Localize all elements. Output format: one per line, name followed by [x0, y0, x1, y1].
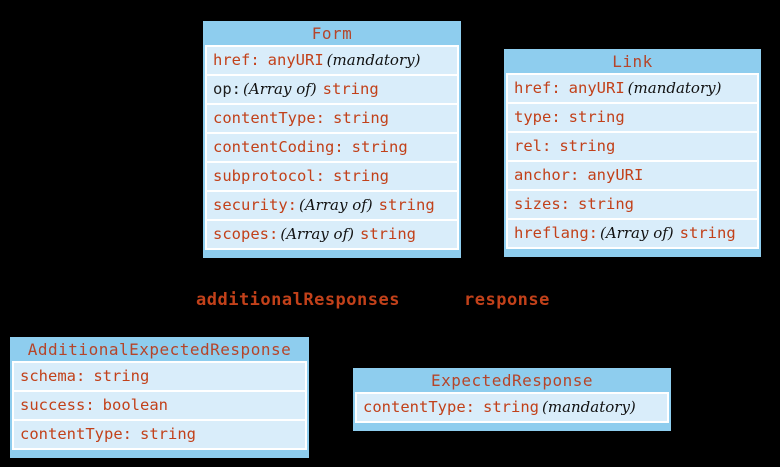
field-name: contentType: [363, 398, 475, 416]
field-name: contentType: [213, 109, 325, 127]
field-name: hreflang: [514, 224, 598, 242]
field-rows: hrefanyURI(mandatory)op(Array of)stringc…: [205, 45, 459, 250]
field-type: string: [679, 224, 736, 242]
field-type: string: [93, 367, 150, 385]
field-type: string: [333, 109, 389, 127]
field-row: href anyURI(mandatory): [508, 75, 757, 102]
field-type: anyURI: [587, 166, 644, 184]
field-row: sizes string: [508, 191, 757, 218]
field-row: hreflang(Array of) string: [508, 220, 757, 247]
field-name: href: [213, 51, 260, 69]
field-name: schema: [20, 367, 85, 385]
class-title: Form: [311, 24, 353, 43]
field-name: success: [20, 396, 95, 414]
field-rows: hrefanyURI(mandatory)typestringrelstring…: [506, 73, 759, 249]
field-annotation: (mandatory): [326, 51, 421, 69]
field-type: string: [351, 138, 408, 156]
field-type: string: [360, 225, 416, 243]
field-type: string: [578, 195, 635, 213]
field-row: schema string: [14, 363, 305, 390]
field-name: subprotocol: [213, 167, 325, 185]
association-label-additional-responses: additionalResponses: [196, 290, 400, 310]
field-type: boolean: [102, 396, 168, 414]
field-type: string: [322, 80, 379, 98]
field-row: scopes(Array of) string: [207, 221, 457, 248]
field-name: href: [514, 79, 561, 97]
field-row: anchor anyURI: [508, 162, 757, 189]
field-row: success boolean: [14, 392, 305, 419]
field-row: rel string: [508, 133, 757, 160]
class-box-expected-response: ExpectedResponse contentType string(mandat…: [353, 368, 671, 431]
field-annotation: (Array of): [280, 225, 354, 243]
field-name: scopes: [213, 225, 278, 243]
field-row: contentCoding string: [207, 134, 457, 161]
field-name: type: [514, 108, 561, 126]
field-type: string: [333, 167, 389, 185]
field-name: contentCoding: [213, 138, 344, 156]
class-box-link: LinkhrefanyURI(mandatory)typestringrelst…: [504, 49, 761, 257]
field-name: security: [213, 196, 297, 214]
field-annotation: (mandatory): [627, 79, 722, 97]
field-rows: schema string success boolean contentType str…: [12, 361, 307, 450]
field-type: string: [378, 196, 435, 214]
field-row: op(Array of) string: [207, 76, 457, 103]
field-row: type string: [508, 104, 757, 131]
field-name: sizes: [514, 195, 570, 213]
field-name: anchor: [514, 166, 579, 184]
field-row: contentType string: [207, 105, 457, 132]
field-type: string: [568, 108, 625, 126]
field-name: op: [213, 80, 241, 98]
field-type: anyURI: [267, 51, 324, 69]
field-type: string: [483, 398, 539, 416]
class-box-additional-expected-response: AdditionalExpectedResponse schema string su…: [10, 337, 309, 458]
field-annotation: (Array of): [299, 196, 373, 214]
class-title: Link: [612, 52, 653, 71]
field-row: contentType string: [14, 421, 305, 448]
field-row: subprotocol string: [207, 163, 457, 190]
field-row: security(Array of) string: [207, 192, 457, 219]
field-annotation: (Array of): [243, 80, 317, 98]
field-annotation: (Array of): [600, 224, 674, 242]
class-title: AdditionalExpectedResponse: [27, 340, 292, 359]
class-box-form: FormhrefanyURI(mandatory)op(Array of)str…: [203, 21, 461, 258]
field-row: href anyURI(mandatory): [207, 47, 457, 74]
field-name: contentType: [20, 425, 132, 443]
association-label-response: response: [464, 290, 550, 310]
field-row: contentType string(mandatory): [357, 394, 667, 421]
field-type: string: [559, 137, 616, 155]
field-annotation: (mandatory): [542, 398, 636, 416]
class-title: ExpectedResponse: [430, 371, 594, 390]
field-type: string: [140, 425, 196, 443]
field-type: anyURI: [568, 79, 625, 97]
field-name: rel: [514, 137, 551, 155]
field-rows: contentType string(mandatory): [355, 392, 669, 423]
